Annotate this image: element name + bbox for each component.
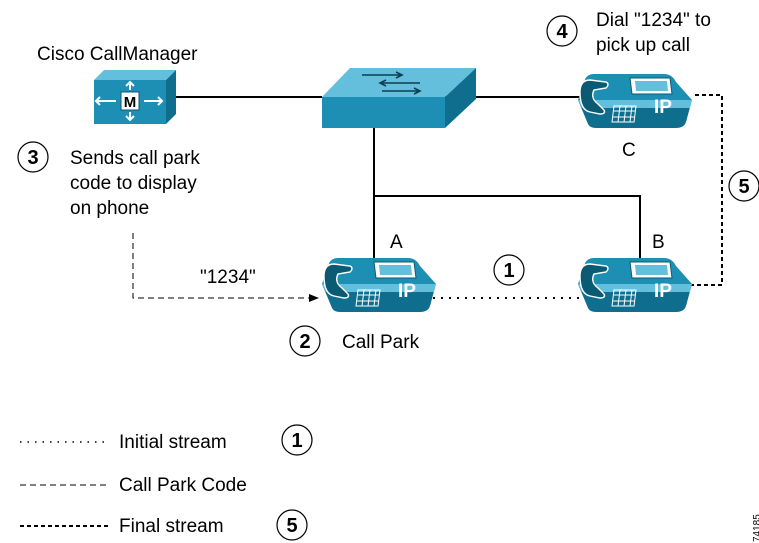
- step-3-text-line-2: code to display: [70, 173, 197, 194]
- phone-a-icon: IP: [321, 257, 437, 313]
- legend-final-stream-marker: [276, 509, 308, 541]
- link-switch-phone-b: [374, 195, 641, 258]
- park-code-arrow: [132, 233, 319, 302]
- step-1-marker: 1: [493, 254, 525, 286]
- legend: Initial stream 1 Call Park Code Final st…: [20, 424, 313, 541]
- phone-c-badge: IP: [654, 97, 672, 118]
- svg-text:5: 5: [738, 176, 749, 198]
- phone-b-label: B: [652, 232, 665, 253]
- switch-icon: [322, 68, 476, 128]
- park-code-label: "1234": [200, 267, 256, 288]
- step-5-marker: 5: [728, 170, 759, 202]
- legend-final-stream: Final stream 5: [20, 509, 308, 541]
- callmanager-icon: [94, 70, 176, 124]
- legend-initial-stream: Initial stream 1: [20, 424, 313, 456]
- callmanager-badge: M: [124, 94, 137, 111]
- figure-id: 74185: [752, 514, 759, 542]
- step-4-text-line-2: pick up call: [596, 35, 690, 56]
- legend-final-stream-label: Final stream: [119, 516, 224, 537]
- svg-text:4: 4: [556, 21, 568, 43]
- svg-text:1: 1: [503, 260, 514, 282]
- phone-c-icon: IP: [577, 73, 693, 129]
- legend-park-code: Call Park Code: [20, 475, 247, 496]
- phone-a-badge: IP: [398, 281, 416, 302]
- step-3-text-line-3: on phone: [70, 198, 149, 219]
- svg-text:3: 3: [27, 147, 38, 169]
- svg-text:1: 1: [291, 430, 302, 452]
- svg-text:2: 2: [299, 331, 310, 353]
- svg-text:5: 5: [286, 515, 297, 537]
- step-4-marker: 4: [546, 15, 578, 47]
- legend-initial-stream-label: Initial stream: [119, 432, 227, 453]
- step-3-marker: 3: [17, 141, 49, 173]
- legend-park-code-label: Call Park Code: [119, 475, 247, 496]
- callmanager-title: Cisco CallManager: [37, 44, 198, 65]
- step-4-text-line-1: Dial "1234" to: [596, 10, 711, 31]
- phone-c-label: C: [622, 140, 636, 161]
- final-stream-line: [690, 94, 723, 286]
- step-2-marker: 2: [289, 325, 321, 357]
- phone-a-label: A: [390, 232, 403, 253]
- step-3-text-line-1: Sends call park: [70, 148, 200, 169]
- phone-b-icon: IP: [577, 257, 693, 313]
- phone-b-badge: IP: [654, 281, 672, 302]
- legend-initial-stream-marker: [281, 424, 313, 456]
- step-2-text: Call Park: [342, 332, 420, 353]
